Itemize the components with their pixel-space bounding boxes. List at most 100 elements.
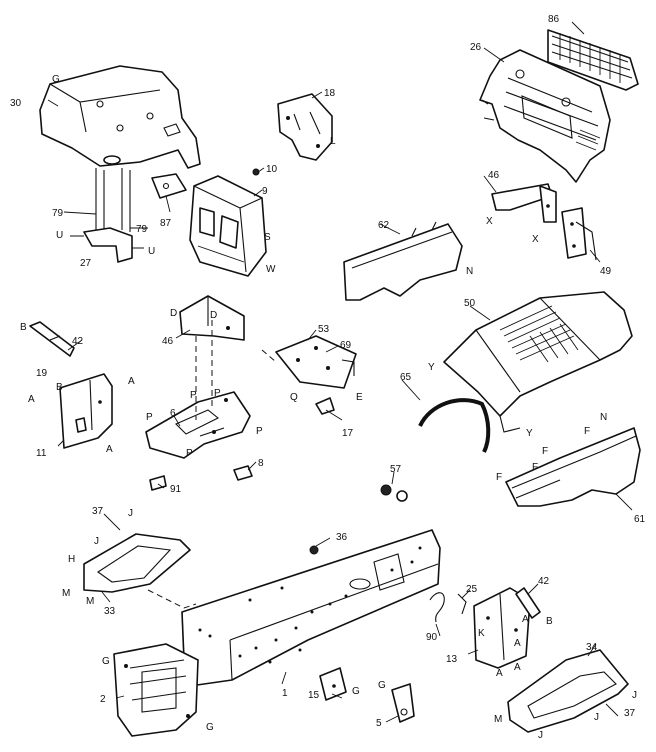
part-9-console-housing: [189, 175, 267, 277]
part-8-bracket: [233, 465, 253, 481]
ref-letter-m-left: M: [62, 588, 70, 599]
ref-letter-q: Q: [290, 392, 298, 403]
callout-5: 5: [376, 718, 382, 729]
ref-letter-f-3: F: [532, 462, 538, 473]
callout-25: 25: [466, 584, 478, 595]
part-86-grille-strip: [547, 29, 639, 91]
ref-letter-g-plate-bottom: G: [206, 722, 214, 733]
callout-13: 13: [446, 654, 458, 665]
ref-letter-d-left: D: [170, 308, 177, 319]
main-frame-chassis: [181, 529, 441, 687]
part-26-grille-housing: [479, 49, 611, 183]
part-30-dash-panel: [39, 65, 201, 169]
part-37-footrest-right: [507, 649, 629, 733]
ref-letter-g-bracket5: G: [378, 680, 386, 691]
ref-letter-p-5: P: [186, 448, 193, 459]
callout-62: 62: [378, 220, 390, 231]
part-50-hood: [443, 291, 633, 433]
ref-letter-m-center: M: [86, 596, 94, 607]
part-49-bracket: [561, 207, 597, 261]
ref-letter-g-bracket15: G: [352, 686, 360, 697]
ref-letter-g-top: G: [52, 74, 60, 85]
ref-letter-f-4: F: [496, 472, 502, 483]
ref-letter-x-lower: X: [532, 234, 539, 245]
callout-53: 53: [318, 324, 330, 335]
callout-34: 34: [586, 642, 598, 653]
ref-letter-p-1: P: [190, 390, 197, 401]
part-2-rear-plate: [113, 643, 199, 737]
callout-33: 33: [104, 606, 116, 617]
callout-57: 57: [390, 464, 402, 475]
ref-letter-j-left: J: [94, 536, 99, 547]
callout-27: 27: [80, 258, 92, 269]
callout-50: 50: [464, 298, 476, 309]
part-79-support-rods: [63, 168, 148, 263]
ref-letter-f-2: F: [542, 446, 548, 457]
ref-letter-p-2: P: [214, 388, 221, 399]
callout-19: 19: [36, 368, 48, 379]
reference-letters: G U U S W L X X N B B A A A D D P P P P …: [20, 74, 637, 741]
callout-10: 10: [266, 164, 278, 175]
ref-letter-j-right-2: J: [594, 712, 599, 723]
ref-letter-p-4: P: [256, 426, 263, 437]
callout-17: 17: [342, 428, 354, 439]
part-65-hood-seal: [418, 398, 491, 453]
part-10-knob: [252, 168, 260, 176]
callout-61: 61: [634, 514, 646, 525]
callout-8: 8: [258, 458, 264, 469]
callout-9: 9: [262, 186, 268, 197]
ref-letter-u-left: U: [56, 230, 63, 241]
ref-letter-n-rail: N: [466, 266, 473, 277]
callout-numbers: 86 26 30 18 10 9 79 79 27 87 46 62 49 42…: [10, 14, 646, 729]
ref-letter-j-top: J: [128, 508, 133, 519]
part-42-lever: [29, 321, 75, 357]
ref-letter-y-top: Y: [428, 362, 435, 373]
callout-15: 15: [308, 690, 320, 701]
ref-letter-b-right: B: [546, 616, 553, 627]
callout-79-right: 79: [136, 224, 148, 235]
ref-letter-e: E: [356, 392, 363, 403]
callout-6: 6: [170, 408, 176, 419]
ref-letter-a-right-1: A: [522, 614, 529, 625]
part-46-lower-bracket: [179, 295, 245, 341]
part-42-lever-right: [515, 587, 541, 619]
ref-letter-a-right-3: A: [514, 662, 521, 673]
ref-letter-y-bottom: Y: [526, 428, 533, 439]
callout-69: 69: [340, 340, 352, 351]
ref-letter-a-left: A: [28, 394, 35, 405]
callout-30: 30: [10, 98, 22, 109]
part-90-spring: [429, 592, 445, 623]
ref-letter-j-right-3: J: [538, 730, 543, 741]
ref-letter-u-right: U: [148, 246, 155, 257]
ref-letter-s: S: [264, 232, 271, 243]
callout-2: 2: [100, 694, 106, 705]
callout-36: 36: [336, 532, 348, 543]
ref-letter-b-plate: B: [56, 382, 63, 393]
ref-letter-a-right-2: A: [514, 638, 521, 649]
callout-90: 90: [426, 632, 438, 643]
ref-letter-f-1: F: [584, 426, 590, 437]
callout-11: 11: [36, 448, 47, 459]
callout-65: 65: [400, 372, 412, 383]
part-5-bracket: [391, 683, 415, 723]
part-37-footrest-left: [83, 533, 191, 593]
ref-letter-a-right: A: [128, 376, 135, 387]
ref-letter-l: L: [330, 136, 336, 147]
callout-46-lower: 46: [162, 336, 174, 347]
part-62-side-rail: [343, 221, 463, 301]
part-15-bracket: [319, 667, 347, 701]
callout-1: 1: [282, 688, 288, 699]
callout-87: 87: [160, 218, 172, 229]
part-17-clip: [315, 397, 335, 415]
callout-79-left: 79: [52, 208, 64, 219]
part-61-fender: [505, 427, 641, 511]
callout-26: 26: [470, 42, 482, 53]
part-57-bushing: [380, 484, 408, 502]
assembly-guide-lines: [147, 320, 277, 609]
ref-letter-k: K: [478, 628, 485, 639]
part-13-side-plate: [473, 587, 531, 669]
callout-37-left: 37: [92, 506, 104, 517]
part-46-upper-bracket: [491, 183, 557, 223]
callout-46-upper: 46: [488, 170, 500, 181]
ref-letter-j-right-1: J: [632, 690, 637, 701]
